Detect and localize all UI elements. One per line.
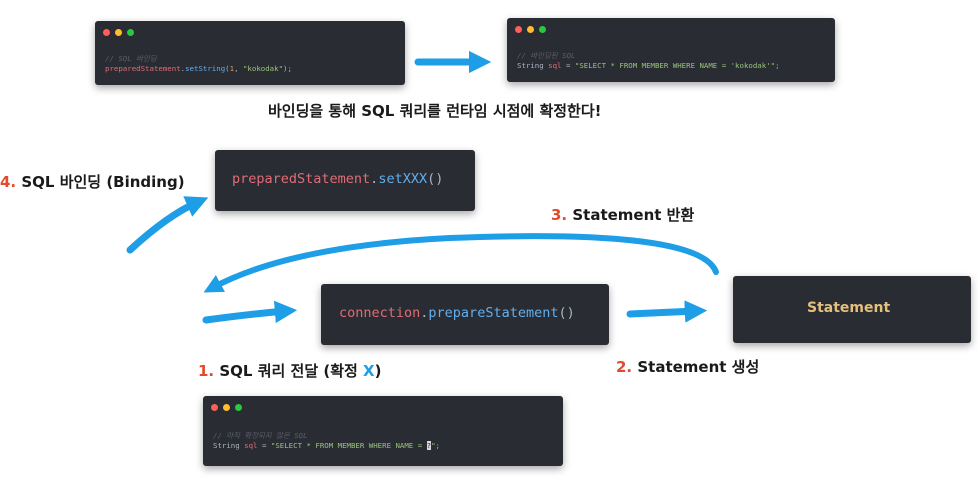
step-2-label: 2. Statement 생성 <box>616 358 760 376</box>
close-dot-icon <box>103 29 110 36</box>
window-controls <box>515 26 546 33</box>
code-line: preparedStatement.setString(1, "kokodak"… <box>105 64 292 73</box>
binding-caption: 바인딩을 통해 SQL 쿼리를 런타임 시점에 확정한다! <box>268 102 602 120</box>
window-controls <box>103 29 134 36</box>
maximize-dot-icon <box>539 26 546 33</box>
set-xxx-box: preparedStatement.setXXX() <box>215 150 475 211</box>
step-1-label: 1. SQL 쿼리 전달 (확정 X) <box>198 362 382 380</box>
code-line: String sql = "SELECT * FROM MEMBER WHERE… <box>517 61 780 70</box>
step-4-label: 4. SQL 바인딩 (Binding) <box>0 173 185 191</box>
prepare-statement-code: connection.prepareStatement() <box>339 305 575 321</box>
prepare-statement-box: connection.prepareStatement() <box>321 284 609 345</box>
window-controls <box>211 404 242 411</box>
minimize-dot-icon <box>527 26 534 33</box>
statement-box: Statement <box>733 276 971 343</box>
code-comment: // SQL 바인딩 <box>105 54 157 63</box>
arrow-return-statement <box>203 233 719 293</box>
code-comment: // 아직 확정되지 않은 SQL <box>213 431 308 440</box>
step-3-label: 3. Statement 반환 <box>551 206 695 224</box>
statement-text: Statement <box>807 300 891 316</box>
maximize-dot-icon <box>127 29 134 36</box>
code-comment: // 바인딩된 SQL <box>517 51 576 60</box>
placeholder-mark: ? <box>426 441 432 450</box>
minimize-dot-icon <box>115 29 122 36</box>
maximize-dot-icon <box>235 404 242 411</box>
binding-code-window: // SQL 바인딩 preparedStatement.setString(1… <box>95 21 405 85</box>
minimize-dot-icon <box>223 404 230 411</box>
set-xxx-code: preparedStatement.setXXX() <box>232 171 444 187</box>
unbound-sql-window: // 아직 확정되지 않은 SQL String sql = "SELECT *… <box>203 396 563 466</box>
arrow-send-query <box>202 300 298 324</box>
code-line: String sql = "SELECT * FROM MEMBER WHERE… <box>213 441 440 450</box>
close-dot-icon <box>515 26 522 33</box>
bound-sql-window: // 바인딩된 SQL String sql = "SELECT * FROM … <box>507 18 835 82</box>
close-dot-icon <box>211 404 218 411</box>
arrow-binding <box>126 196 209 254</box>
arrow-create-statement <box>626 300 708 323</box>
